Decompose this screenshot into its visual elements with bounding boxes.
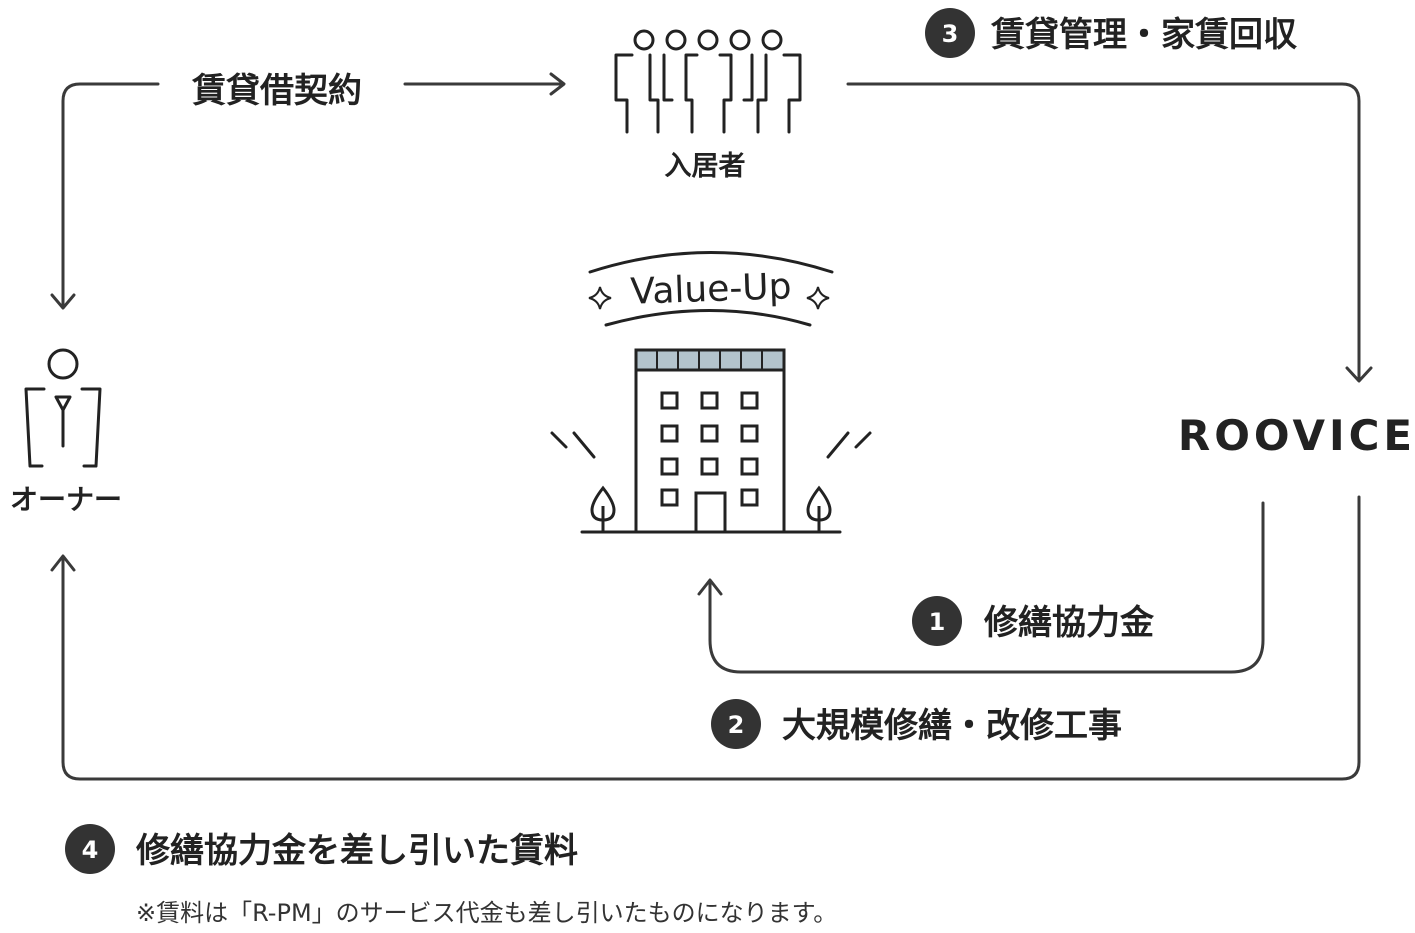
rent-label: 修繕協力金を差し引いた賃料 <box>135 831 578 871</box>
rent-line <box>61 495 1361 781</box>
roovice-down-arrowhead <box>1345 366 1373 383</box>
tree-left-icon <box>590 485 616 532</box>
management-label: 賃貸管理・家賃回収 <box>990 15 1297 55</box>
step-badge-2 <box>711 699 761 749</box>
rent-step: 4 修繕協力金を差し引いた賃料 <box>65 824 578 874</box>
step-badge-3 <box>925 8 975 58</box>
management-step: 3 賃貸管理・家賃回収 <box>925 8 1297 58</box>
emphasis-lines <box>550 431 872 459</box>
cooperation-step: 1 修繕協力金 <box>912 596 1155 646</box>
connectors <box>50 72 1373 781</box>
lease-line-left <box>61 82 160 307</box>
step-number-1: 1 <box>929 608 946 636</box>
value-up-banner: Value-Up <box>588 251 834 327</box>
tree-right-icon <box>806 485 832 532</box>
tenant-label: 入居者 <box>665 151 746 182</box>
renovation-label: 大規模修繕・改修工事 <box>782 706 1122 746</box>
sparkle-right-icon <box>806 286 830 310</box>
value-up-text: Value-Up <box>630 266 792 313</box>
step-number-2: 2 <box>728 711 745 739</box>
footnote: ※賃料は「R-PM」のサービス代金も差し引いたものになります。 <box>136 899 837 927</box>
sparkle-left-icon <box>588 286 612 310</box>
management-line <box>846 82 1361 382</box>
owner-down-arrowhead <box>50 293 76 310</box>
tenant-right-arrowhead <box>549 72 566 96</box>
step-badge-1 <box>912 596 962 646</box>
owner-person-icon <box>24 348 102 468</box>
step-badge-4 <box>65 824 115 874</box>
cooperation-line <box>708 501 1265 674</box>
roovice-label: ROOVICE <box>1178 411 1415 460</box>
owner-up-arrowhead <box>50 554 76 572</box>
building-up-arrowhead <box>697 578 723 596</box>
building-icon <box>550 348 872 534</box>
tenants-group-icon <box>614 29 802 134</box>
renovation-step: 2 大規模修繕・改修工事 <box>711 699 1122 749</box>
step-number-3: 3 <box>942 20 959 48</box>
owner-label: オーナー <box>10 483 122 516</box>
step-number-4: 4 <box>82 836 99 864</box>
cooperation-label: 修繕協力金 <box>983 603 1155 643</box>
lease-contract-label: 賃貸借契約 <box>191 71 362 111</box>
